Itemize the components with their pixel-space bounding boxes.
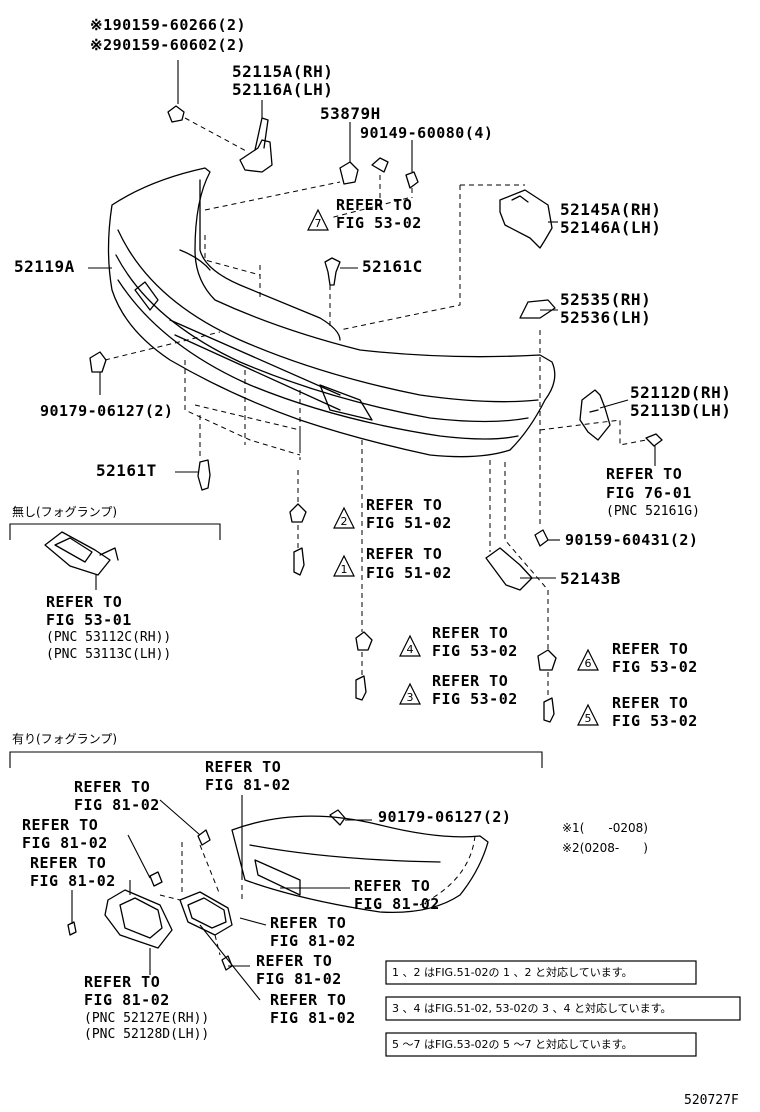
refer-6-fig: FIG 53-02 — [612, 658, 698, 676]
refer-fog-f-fig: FIG 81-02 — [270, 932, 356, 950]
refer-fog-g-fig: FIG 81-02 — [256, 970, 342, 988]
refer-fog-h-title: REFER TO — [270, 991, 347, 1009]
callout-52113d: 52113D(LH) — [630, 401, 732, 420]
refer-52161g-fig: FIG 76-01 — [606, 484, 692, 502]
marker-4-label: 4 — [407, 643, 414, 656]
marker-7-triangle — [307, 208, 329, 231]
refer-fog-e-title: REFER TO — [354, 877, 431, 895]
refer-fog-bezel-fig: FIG 81-02 — [84, 991, 170, 1009]
refer-3-title: REFER TO — [432, 672, 509, 690]
refer-fogcover-fig: FIG 53-01 — [46, 611, 132, 629]
refer-4-title: REFER TO — [432, 624, 509, 642]
callout-52161t: 52161T — [96, 461, 157, 480]
section-with-fog: 有り(フォグランプ) — [12, 732, 118, 746]
callout-52115a: 52115A(RH) — [232, 62, 334, 81]
callout-52112d: 52112D(RH) — [630, 383, 732, 402]
marker-3-triangle — [399, 682, 421, 705]
refer-52161g-title: REFER TO — [606, 465, 683, 483]
refer-fog-c-fig: FIG 81-02 — [22, 834, 108, 852]
callout-90159-60602: ※290159-60602(2) — [90, 36, 247, 54]
note-2: ※2(0208- ) — [562, 841, 648, 855]
refer-fog-a-fig: FIG 81-02 — [205, 776, 291, 794]
fog-bumper-section-drawing — [231, 809, 489, 914]
refer-1-title: REFER TO — [366, 545, 443, 563]
bumper-cover-drawing — [107, 167, 556, 458]
refer-2-title: REFER TO — [366, 496, 443, 514]
refer-fog-bezel-pnc-lh: (PNC 52128D(LH)) — [84, 1027, 210, 1042]
refer-fog-d-title: REFER TO — [30, 854, 107, 872]
callout-90159-60431: 90159-60431(2) — [565, 531, 699, 549]
refer-fog-a-title: REFER TO — [205, 758, 282, 776]
refer-fog-h-fig: FIG 81-02 — [270, 1009, 356, 1027]
legend-boxes — [385, 960, 741, 1057]
fog-lamp-drawing — [179, 891, 233, 936]
section-frames — [9, 523, 543, 768]
dashed-assembly-lines — [104, 117, 647, 956]
refer-7-fig: FIG 53-02 — [336, 214, 422, 232]
marker-3-label: 3 — [407, 691, 414, 704]
refer-3-fig: FIG 53-02 — [432, 690, 518, 708]
callout-90149-60080: 90149-60080(4) — [360, 124, 494, 142]
refer-fog-e-fig: FIG 81-02 — [354, 895, 440, 913]
marker-1-label: 1 — [341, 563, 348, 576]
marker-2-triangle — [333, 506, 355, 529]
callout-52145a: 52145A(RH) — [560, 200, 662, 219]
marker-1-triangle — [333, 554, 355, 577]
marker-6-label: 6 — [585, 657, 592, 670]
marker-7-label: 7 — [315, 217, 322, 230]
callout-90159-60266: ※190159-60266(2) — [90, 16, 247, 34]
triangle-markers — [307, 208, 599, 726]
refer-fogcover-pnc-lh: (PNC 53113C(LH)) — [46, 647, 172, 662]
page-code: 520727F — [684, 1093, 739, 1108]
refer-fogcover-pnc-rh: (PNC 53112C(RH)) — [46, 630, 172, 645]
leader-lines — [71, 60, 656, 1001]
callout-52536: 52536(LH) — [560, 308, 652, 327]
refer-2-fig: FIG 51-02 — [366, 514, 452, 532]
callout-52146a: 52146A(LH) — [560, 218, 662, 237]
legend-line-1: 1 、2 はFIG.51-02の 1 、2 と対応しています。 — [392, 966, 633, 979]
section-without-fog: 無し(フォグランプ) — [12, 505, 118, 519]
callout-52143b: 52143B — [560, 569, 621, 588]
marker-6-triangle — [577, 648, 599, 671]
marker-2-label: 2 — [341, 515, 348, 528]
callout-52119a: 52119A — [14, 257, 75, 276]
refer-fog-b-fig: FIG 81-02 — [74, 796, 160, 814]
refer-7-title: REFER TO — [336, 196, 413, 214]
screw-90159-drawing — [167, 105, 185, 123]
refer-fog-c-title: REFER TO — [22, 816, 99, 834]
refer-fog-d-fig: FIG 81-02 — [30, 872, 116, 890]
refer-5-fig: FIG 53-02 — [612, 712, 698, 730]
callout-52535: 52535(RH) — [560, 290, 652, 309]
refer-fog-b-title: REFER TO — [74, 778, 151, 796]
refer-6-title: REFER TO — [612, 640, 689, 658]
refer-52161g-pnc: (PNC 52161G) — [606, 504, 700, 519]
callout-52161c: 52161C — [362, 257, 423, 276]
note-1: ※1( -0208) — [562, 821, 648, 835]
bracket-52145a-drawing — [499, 189, 553, 249]
marker-5-label: 5 — [585, 712, 592, 725]
bracket-52112d-drawing — [579, 389, 611, 441]
refer-fog-bezel-title: REFER TO — [84, 973, 161, 991]
callout-90179-06127-fog: 90179-06127(2) — [378, 808, 512, 826]
legend-line-3: 5 ～7 はFIG.53-02の 5 ～7 と対応しています。 — [392, 1038, 633, 1051]
callout-52116a: 52116A(LH) — [232, 80, 334, 99]
refer-5-title: REFER TO — [612, 694, 689, 712]
fog-bezel-drawing — [104, 889, 173, 949]
fog-cover-drawing — [44, 531, 119, 576]
refer-4-fig: FIG 53-02 — [432, 642, 518, 660]
refer-fogcover-title: REFER TO — [46, 593, 123, 611]
refer-fog-g-title: REFER TO — [256, 952, 333, 970]
callout-90179-06127-top: 90179-06127(2) — [40, 402, 174, 420]
refer-fog-bezel-pnc-rh: (PNC 52127E(RH)) — [84, 1011, 210, 1026]
refer-1-fig: FIG 51-02 — [366, 564, 452, 582]
marker-5-triangle — [577, 703, 599, 726]
refer-fog-f-title: REFER TO — [270, 914, 347, 932]
legend-line-2: 3 、4 はFIG.51-02, 53-02の 3 、4 と対応しています。 — [392, 1002, 672, 1015]
marker-4-triangle — [399, 634, 421, 657]
bracket-52115a-drawing — [239, 117, 273, 173]
callout-53879h: 53879H — [320, 104, 381, 123]
